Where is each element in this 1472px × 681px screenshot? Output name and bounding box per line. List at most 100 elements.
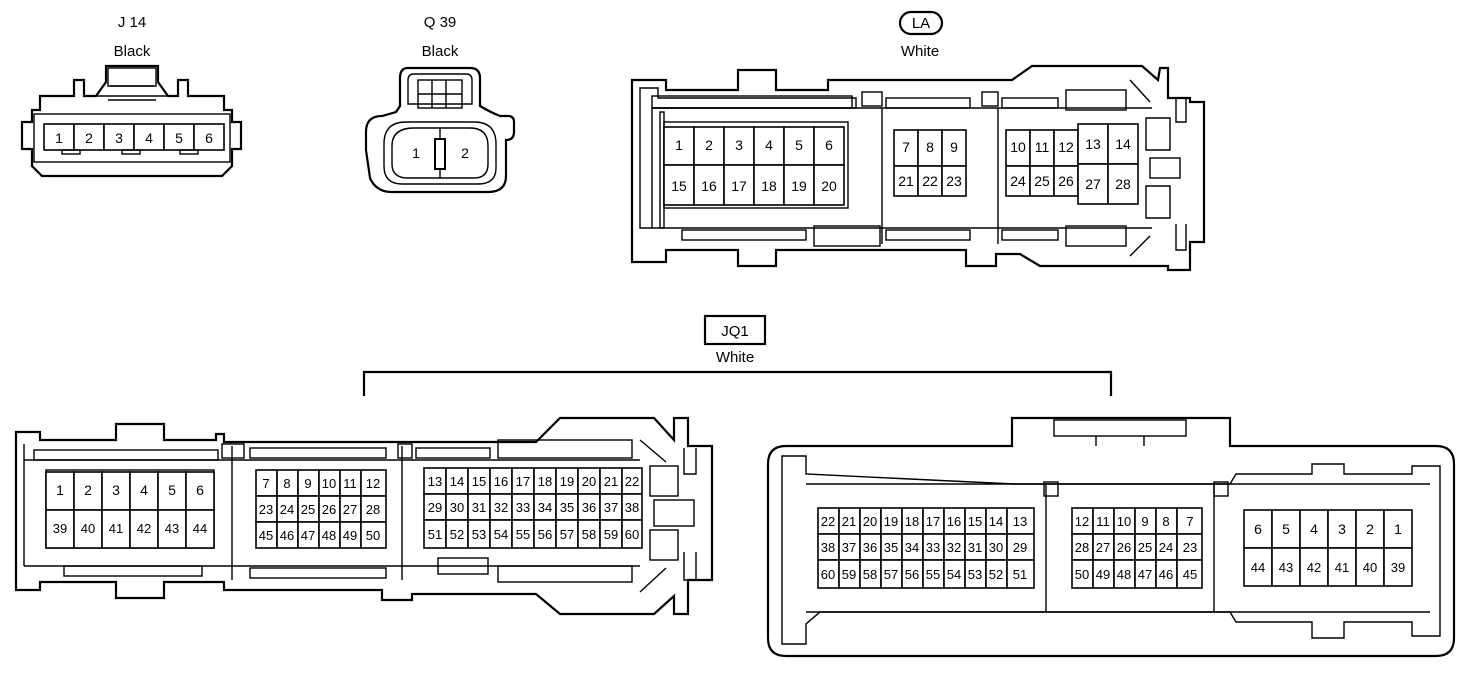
jq1l-pin-57: 57: [560, 527, 574, 542]
jq1-right-pin-grid: 22 21 20 19 18 17 16 15 14 13 38 37 36 3…: [817, 507, 1413, 589]
q39-code-label: Q 39: [424, 14, 457, 31]
la-pin-20: 20: [821, 178, 837, 194]
jq1-left-housing: [14, 416, 714, 616]
jq1l-pin-1: 1: [56, 482, 64, 498]
jq1-right-b-cells: [1071, 507, 1203, 589]
jq1r-pin-30: 30: [989, 540, 1003, 555]
jq1l-pin-9: 9: [304, 476, 311, 491]
jq1r-pin-58: 58: [863, 567, 877, 582]
jq1l-pin-47: 47: [301, 528, 315, 543]
jq1l-pin-48: 48: [322, 528, 336, 543]
jq1r-pin-47: 47: [1138, 567, 1152, 582]
la-pin-16: 16: [701, 178, 717, 194]
j14-pin-4: 4: [145, 130, 153, 146]
jq1r-pin-21: 21: [842, 514, 856, 529]
jq1l-pin-12: 12: [366, 476, 380, 491]
jq1l-pin-27: 27: [343, 502, 357, 517]
jq1r-pin-45: 45: [1183, 567, 1197, 582]
jq1l-pin-3: 3: [112, 482, 120, 498]
jq1l-pin-4: 4: [140, 482, 148, 498]
connector-q39: Q 39 Black 1 2: [364, 14, 516, 194]
jq1r-pin-36: 36: [863, 540, 877, 555]
jq1r-pin-60: 60: [821, 567, 835, 582]
la-pin-14: 14: [1115, 136, 1131, 152]
connector-j14: J 14 Black 1 2 3 4 5 6: [20, 14, 243, 178]
jq1l-pin-16: 16: [494, 474, 508, 489]
jq1r-pin-10: 10: [1117, 514, 1131, 529]
la-pin-23: 23: [946, 173, 962, 189]
la-section-a-cells: [663, 126, 845, 206]
la-pin-25: 25: [1034, 173, 1050, 189]
j14-pin-6: 6: [205, 130, 213, 146]
jq1r-pin-24: 24: [1159, 540, 1173, 555]
la-pin-2: 2: [705, 137, 713, 153]
jq1r-pin-59: 59: [842, 567, 856, 582]
jq1r-pin-49: 49: [1096, 567, 1110, 582]
jq1r-pin-48: 48: [1117, 567, 1131, 582]
q39-housing: [364, 66, 516, 194]
jq1l-pin-42: 42: [137, 521, 151, 536]
la-pin-12: 12: [1058, 139, 1074, 155]
jq1l-pin-32: 32: [494, 500, 508, 515]
la-pin-18: 18: [761, 178, 777, 194]
jq1r-pin-26: 26: [1117, 540, 1131, 555]
jq1r-pin-22: 22: [821, 514, 835, 529]
jq1-left-pin-grid: 1 2 3 4 5 6 39 40 41 42 43 44 7 8 9 10 1…: [45, 467, 643, 549]
q39-center-key: [434, 138, 446, 170]
jq1r-pin-35: 35: [884, 540, 898, 555]
la-pin-21: 21: [898, 173, 914, 189]
jq1r-pin-13: 13: [1013, 514, 1027, 529]
j14-pin-grid: 1 2 3 4 5 6: [43, 123, 225, 155]
jq1l-pin-17: 17: [516, 474, 530, 489]
jq1-left-a-cells: [45, 471, 215, 549]
jq1-left-c-cells: [423, 467, 643, 549]
la-housing: [630, 64, 1206, 272]
jq1l-pin-35: 35: [560, 500, 574, 515]
j14-pin-2-cell: [73, 123, 105, 151]
jq1r-pin-18: 18: [905, 514, 919, 529]
jq1l-pin-20: 20: [582, 474, 596, 489]
jq1r-pin-57: 57: [884, 567, 898, 582]
jq1l-pin-23: 23: [259, 502, 273, 517]
jq1-right-c-cells: [1243, 509, 1413, 587]
jq1r-pin-25: 25: [1138, 540, 1152, 555]
la-code-badge: [898, 10, 944, 36]
jq1l-pin-36: 36: [582, 500, 596, 515]
la-pin-17: 17: [731, 178, 747, 194]
jq1l-pin-10: 10: [322, 476, 336, 491]
jq1l-pin-30: 30: [450, 500, 464, 515]
jq1r-pin-50: 50: [1075, 567, 1089, 582]
jq1l-pin-43: 43: [165, 521, 179, 536]
jq1r-pin-29: 29: [1013, 540, 1027, 555]
jq1l-pin-22: 22: [625, 474, 639, 489]
jq1-right-connector: 22 21 20 19 18 17 16 15 14 13 38 37 36 3…: [766, 416, 1456, 658]
la-code-label: LA: [912, 15, 930, 32]
jq1l-pin-18: 18: [538, 474, 552, 489]
jq1-color-label: White: [716, 349, 754, 366]
jq1r-pin-31: 31: [968, 540, 982, 555]
jq1l-pin-8: 8: [283, 476, 290, 491]
jq1l-pin-46: 46: [280, 528, 294, 543]
jq1r-pin-40: 40: [1363, 560, 1377, 575]
la-pin-6: 6: [825, 137, 833, 153]
jq1r-pin-1: 1: [1394, 521, 1402, 537]
jq1l-pin-54: 54: [494, 527, 508, 542]
j14-pin-6-cell: [193, 123, 225, 151]
jq1r-pin-15: 15: [968, 514, 982, 529]
jq1l-pin-26: 26: [322, 502, 336, 517]
q39-pin-2: 2: [461, 145, 469, 161]
jq1r-pin-28: 28: [1075, 540, 1089, 555]
jq1r-pin-55: 55: [926, 567, 940, 582]
la-pin-26: 26: [1058, 173, 1074, 189]
la-color-label: White: [901, 43, 939, 60]
j14-pin-1-cell: [43, 123, 75, 151]
jq1r-pin-23: 23: [1183, 540, 1197, 555]
jq1l-pin-40: 40: [81, 521, 95, 536]
jq1l-pin-51: 51: [428, 527, 442, 542]
jq1l-pin-24: 24: [280, 502, 294, 517]
connector-la: LA White: [630, 10, 1206, 272]
la-pin-10: 10: [1010, 139, 1026, 155]
jq1l-pin-39: 39: [53, 521, 67, 536]
j14-pin-5: 5: [175, 130, 183, 146]
